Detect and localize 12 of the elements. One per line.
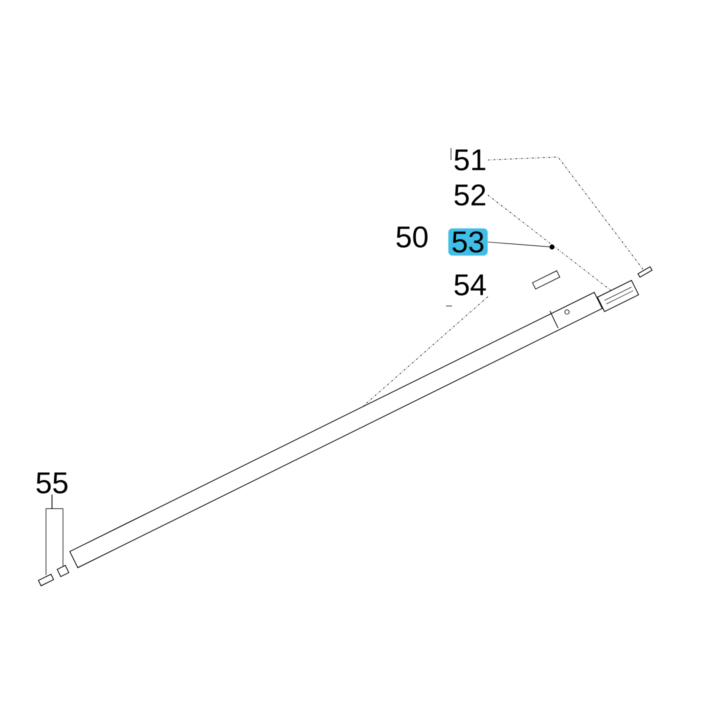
leader-line	[52, 494, 64, 566]
callout-number: 55	[36, 472, 68, 494]
leader-line	[488, 156, 644, 270]
leader-line	[488, 194, 611, 291]
callout-number: 51	[454, 150, 486, 170]
leader-line	[488, 242, 550, 248]
leader-line	[363, 296, 488, 406]
callout-number: 50	[396, 226, 428, 248]
callout-number: 54	[454, 274, 486, 296]
callout-number: 52	[454, 184, 486, 206]
ball-part	[550, 244, 554, 250]
highlighted-callout-number: 53	[448, 228, 488, 256]
